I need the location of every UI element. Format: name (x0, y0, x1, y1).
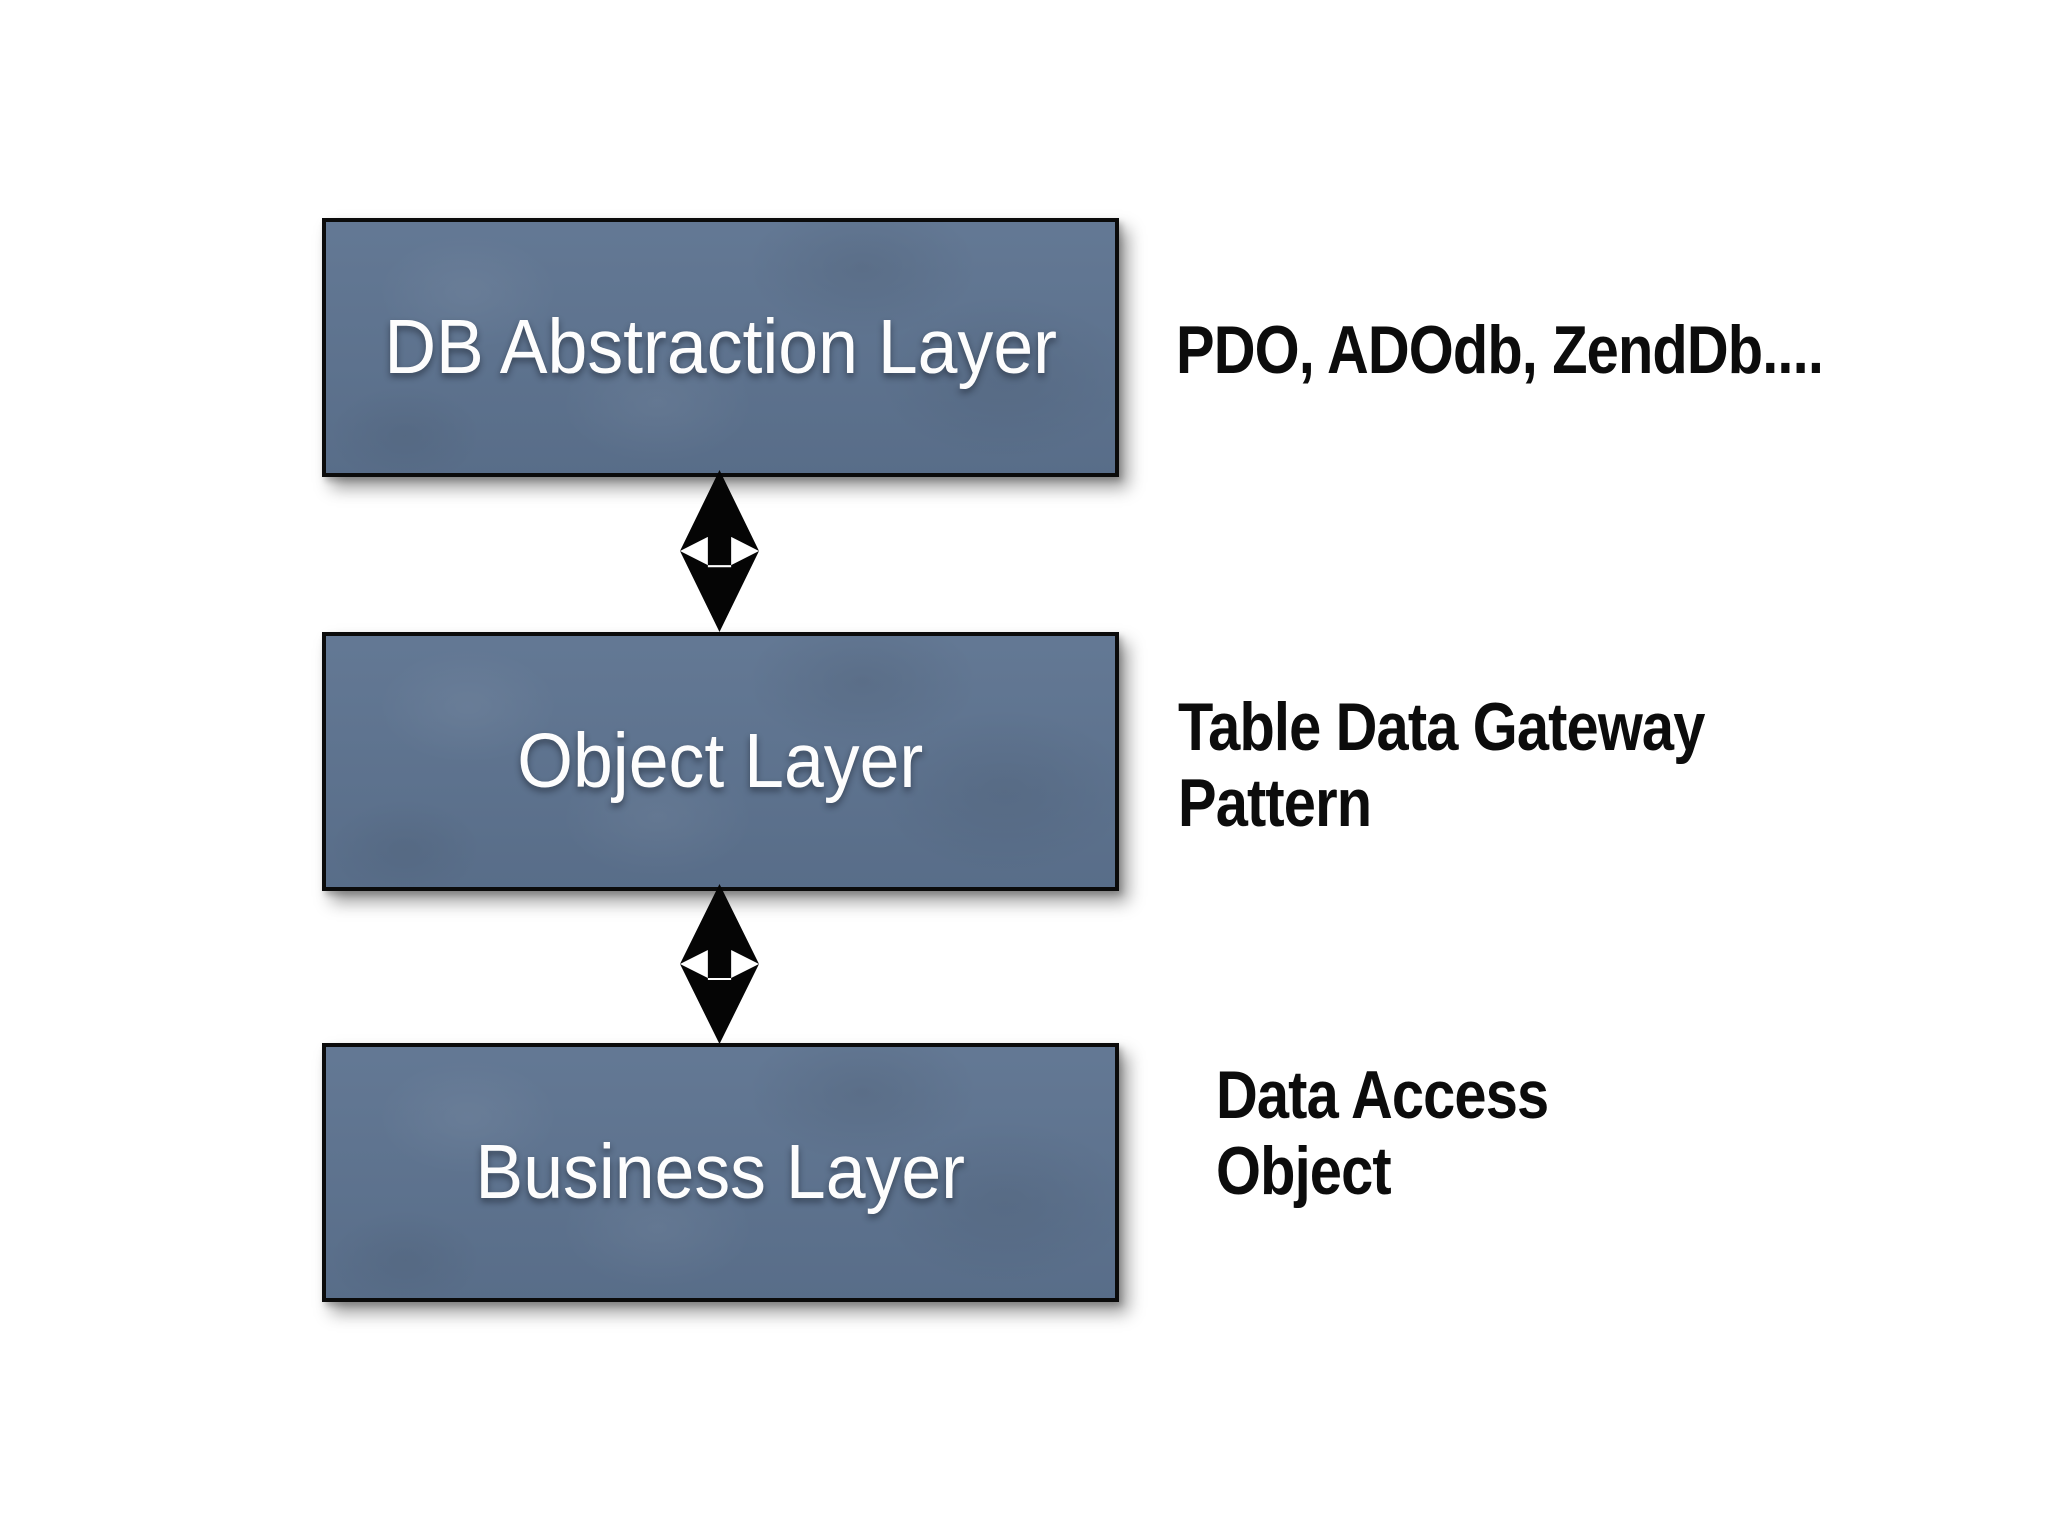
double-arrow-icon (680, 470, 759, 632)
layer-box-label-object: Object Layer (517, 718, 924, 804)
annotation-line: PDO, ADOdb, ZendDb.... (1176, 312, 1824, 388)
annotation-object-layer: Table Data Gateway Pattern (1178, 689, 1705, 841)
annotation-business-layer: Data Access Object (1216, 1057, 1549, 1209)
double-arrow-icon (680, 884, 759, 1044)
layer-box-db-abstraction: DB Abstraction Layer (322, 218, 1119, 477)
annotation-line: Table Data Gateway (1178, 689, 1705, 765)
annotation-db-abstraction: PDO, ADOdb, ZendDb.... (1176, 312, 1824, 388)
annotation-line: Data Access (1216, 1057, 1549, 1133)
layer-box-label-business: Business Layer (475, 1129, 966, 1215)
layer-box-object: Object Layer (322, 632, 1119, 891)
layer-box-label-db-abstraction: DB Abstraction Layer (384, 304, 1057, 390)
annotation-line: Pattern (1178, 765, 1372, 841)
annotation-line: Object (1216, 1133, 1392, 1209)
layer-box-business: Business Layer (322, 1043, 1119, 1302)
